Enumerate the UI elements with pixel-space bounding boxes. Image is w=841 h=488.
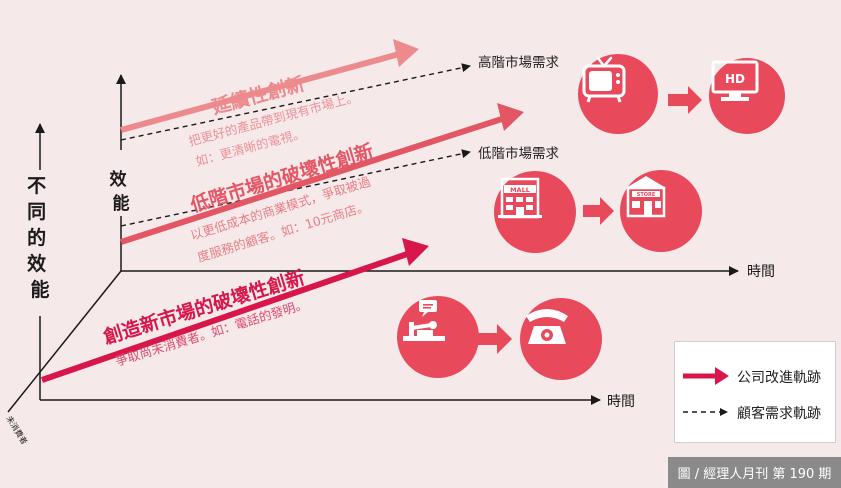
sustaining-arrow — [120, 39, 419, 133]
store-icon: STORE — [620, 170, 702, 252]
legend-company-path: 公司改進軌跡 — [737, 370, 821, 386]
upper-time-label: 時間 — [747, 264, 775, 280]
low-end-demand-line — [120, 149, 471, 227]
mall-text: MALL — [510, 186, 530, 194]
hd-text: HD — [725, 72, 745, 86]
store-text: STORE — [637, 192, 656, 198]
lower-time-label: 時間 — [607, 394, 635, 410]
legend: 公司改進軌跡 顧客需求軌跡 — [674, 341, 836, 443]
depth-axis — [7, 270, 122, 413]
low-end-demand-label: 低階市場需求 — [478, 145, 559, 162]
outer-y-label: 不 同 的 效 能 — [27, 175, 53, 301]
telegraph-icon — [397, 296, 479, 378]
telephone-icon — [520, 298, 602, 380]
tv-transition-arrow — [668, 86, 702, 114]
low-end-arrow — [120, 103, 524, 245]
inner-y-label: 效 能 — [110, 169, 133, 214]
hd-monitor-icon: HD — [709, 58, 785, 134]
high-end-demand-line — [120, 63, 471, 141]
image-credit: 圖 / 經理人月刊 第 190 期 — [668, 457, 841, 488]
phone-transition-arrow — [478, 324, 512, 354]
store-transition-arrow — [583, 197, 614, 225]
high-end-demand-label: 高階市場需求 — [478, 54, 559, 71]
new-market-arrow — [41, 238, 429, 383]
depth-axis-label: 未消費者 — [4, 414, 29, 446]
retro-tv-icon — [578, 54, 658, 134]
mall-building-icon: MALL — [494, 171, 576, 253]
legend-customer-demand: 顧客需求軌跡 — [737, 406, 821, 422]
